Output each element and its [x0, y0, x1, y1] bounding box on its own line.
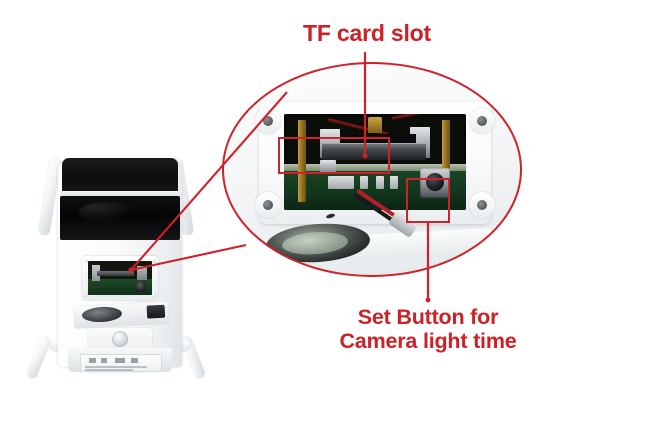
compartment-screw-tl [84, 259, 88, 263]
rear-compartment-interior [88, 261, 152, 295]
cert-mark-3 [115, 358, 125, 363]
camera-device [25, 152, 210, 384]
cert-text-line-2 [85, 369, 133, 371]
cert-text-line-1 [85, 366, 147, 368]
tf-card-slot-label: TF card slot [303, 20, 431, 46]
hood-seam [60, 191, 180, 196]
compartment-component-left [91, 265, 101, 281]
cert-mark-1 [89, 358, 96, 363]
compartment-pcb [88, 279, 152, 295]
compartment-component-right [136, 266, 147, 281]
set-callout-endpoint [425, 297, 431, 303]
antenna-lower-left [25, 335, 52, 380]
compartment-tf-slot [96, 270, 135, 276]
certification-label [80, 354, 162, 372]
cert-mark-2 [101, 358, 107, 363]
compartment-set-button [136, 281, 147, 292]
set-button-label-line2: Camera light time [339, 329, 517, 354]
camera-hood [62, 158, 178, 192]
set-button-highlight [406, 178, 450, 223]
compartment-screw-bl [84, 293, 88, 297]
cert-mark-4 [131, 358, 138, 363]
siren-disc [81, 305, 123, 324]
bracket-bolt-upper [112, 331, 128, 347]
set-button-label-line1: Set Button for [357, 305, 499, 329]
camera-lens-band [60, 196, 180, 240]
tf-card-slot-highlight [278, 137, 390, 174]
tray-connector [146, 304, 166, 319]
compartment-screw-br [152, 293, 156, 297]
rear-compartment-frame [82, 256, 158, 300]
set-button-label: Set Button for Camera light time [333, 305, 523, 353]
compartment-screw-tr [152, 259, 156, 263]
